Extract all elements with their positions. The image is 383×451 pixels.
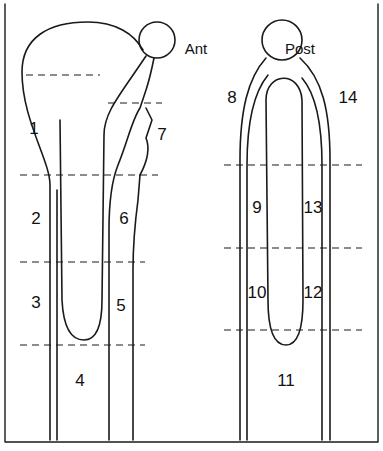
zone-number: 11 xyxy=(277,372,295,389)
zone-number: 3 xyxy=(31,294,40,311)
view-label: Ant xyxy=(185,41,208,56)
view-label: Post xyxy=(285,41,315,56)
zone-number: 5 xyxy=(116,297,125,314)
zone-number: 8 xyxy=(227,89,236,106)
frame xyxy=(5,4,378,442)
zone-number: 13 xyxy=(304,199,323,216)
posterior-cortex-inner xyxy=(302,78,322,440)
zone-number: 4 xyxy=(75,372,84,389)
lateral-cortex-outer xyxy=(22,22,143,440)
stem-lateral xyxy=(266,78,303,345)
zone-number: 2 xyxy=(31,210,40,227)
lateral-cortex-inner xyxy=(56,190,58,440)
zone-number: 1 xyxy=(29,120,38,137)
zone-number: 7 xyxy=(157,126,166,143)
calcar xyxy=(140,108,152,175)
zone-number: 12 xyxy=(304,284,323,301)
posterior-cortex-outer xyxy=(300,58,330,440)
medial-cortex-outer xyxy=(133,175,140,440)
anterior-cortex-inner xyxy=(247,75,268,440)
anterior-cortex-outer xyxy=(240,58,266,440)
zone-boundaries xyxy=(20,75,362,345)
medial-cortex-inner xyxy=(109,58,154,440)
zone-number: 9 xyxy=(252,199,261,216)
zone-number: 14 xyxy=(339,89,358,106)
femoral-head xyxy=(139,22,175,58)
zone-number: 10 xyxy=(248,284,267,301)
zone-number: 6 xyxy=(119,210,128,227)
